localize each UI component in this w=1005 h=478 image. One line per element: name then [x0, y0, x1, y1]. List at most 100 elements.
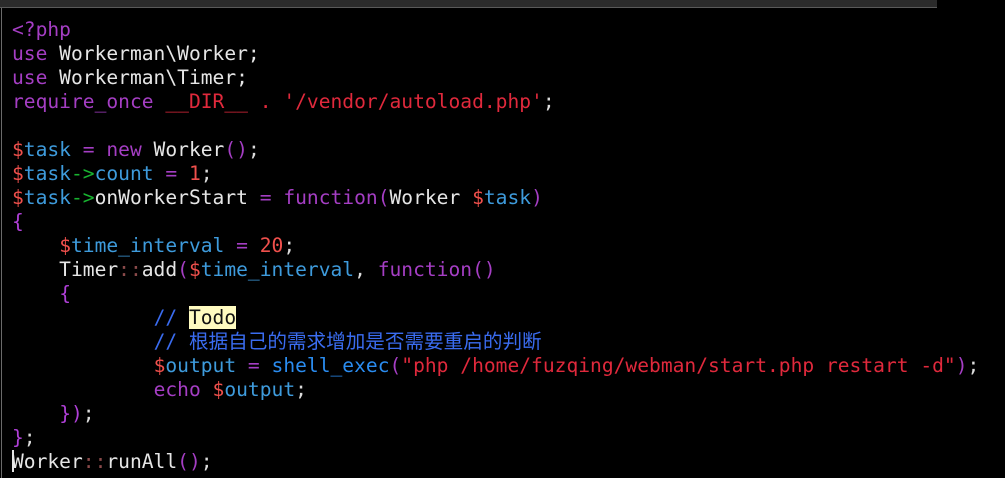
code-token: [12, 234, 59, 257]
code-token: }): [59, 402, 83, 425]
code-token: {: [59, 282, 71, 305]
code-token: echo: [153, 378, 201, 401]
code-token: $: [12, 186, 24, 209]
code-token: onWorkerStart: [94, 186, 248, 209]
code-token: runAll: [106, 450, 178, 473]
code-token: Workerman\Timer;: [47, 66, 248, 89]
code-token: output: [224, 378, 296, 401]
code-token: ->: [70, 186, 95, 209]
code-token: Timer: [12, 258, 119, 281]
code-token: $: [153, 354, 166, 377]
code-token: =: [224, 234, 260, 257]
code-token: 1: [188, 162, 201, 185]
code-token: new: [106, 138, 142, 161]
code-token: ->: [70, 162, 95, 185]
code-token: task: [23, 138, 71, 161]
code-token: [201, 378, 213, 401]
code-token: $: [472, 186, 484, 209]
code-token: }: [12, 426, 24, 449]
code-token: time_interval: [70, 234, 225, 257]
code-token: ;: [283, 234, 296, 257]
code-token: [12, 402, 59, 425]
code-token: $: [188, 258, 201, 281]
code-token: =: [247, 186, 284, 209]
code-token: ;: [82, 402, 95, 425]
code-token: function: [377, 258, 473, 281]
code-token: '/vendor/autoload.php': [283, 90, 543, 113]
text-cursor: [12, 450, 14, 472]
code-token: <?php: [12, 18, 71, 41]
code-token: add: [141, 258, 178, 281]
code-line[interactable]: use Workerman\Worker;: [12, 42, 979, 66]
code-token: ;: [967, 354, 980, 377]
code-token: $: [12, 138, 24, 161]
code-token: shell_exec: [271, 354, 390, 377]
code-token: [12, 282, 59, 305]
code-token: Worker: [141, 138, 225, 161]
code-token: =: [236, 354, 272, 377]
code-line[interactable]: $task = new Worker();: [12, 138, 979, 162]
code-line[interactable]: use Workerman\Timer;: [12, 66, 979, 90]
code-line[interactable]: $output = shell_exec("php /home/fuzqing/…: [12, 354, 980, 378]
code-line[interactable]: // 根据自己的需求增加是否需要重启的判断: [12, 330, 979, 354]
code-token: ::: [118, 258, 142, 281]
code-token: [12, 378, 154, 401]
code-line[interactable]: $time_interval = 20;: [12, 234, 979, 258]
code-token: [154, 90, 166, 113]
code-token: {: [12, 210, 24, 233]
code-token: task: [483, 186, 532, 209]
code-token: [12, 330, 154, 353]
code-token: // 根据自己的需求增加是否需要重启的判断: [153, 330, 542, 353]
code-line[interactable]: $task->onWorkerStart = function(Worker $…: [12, 186, 979, 210]
code-line[interactable]: {: [12, 210, 979, 234]
code-token: [12, 354, 154, 377]
code-token: time_interval: [200, 258, 355, 281]
code-token: ;: [200, 450, 213, 473]
code-token: use: [12, 66, 48, 89]
code-token: ;: [542, 90, 555, 113]
code-token: ;: [295, 378, 307, 401]
code-token: //: [153, 306, 189, 329]
code-token: use: [12, 42, 48, 65]
code-token: (): [177, 450, 201, 473]
code-line[interactable]: require_once __DIR__ . '/vendor/autoload…: [12, 90, 979, 114]
code-token: ): [955, 354, 968, 377]
code-token: $: [12, 162, 24, 185]
code-line[interactable]: echo $output;: [12, 378, 979, 402]
code-line[interactable]: Timer::add($time_interval, function(): [12, 258, 979, 282]
code-token: task: [23, 186, 71, 209]
code-line[interactable]: <?php: [12, 18, 979, 42]
code-token: ,: [354, 258, 378, 281]
code-line[interactable]: $task->count = 1;: [12, 162, 979, 186]
code-line[interactable]: };: [12, 426, 979, 450]
code-token: ;: [23, 426, 36, 449]
code-token: task: [23, 162, 71, 185]
code-token: (): [472, 258, 496, 281]
code-line[interactable]: [12, 114, 979, 138]
code-token: __DIR__: [165, 90, 248, 113]
code-token: require_once: [12, 90, 154, 113]
code-token: Worker: [12, 450, 83, 473]
code-token: count: [94, 162, 154, 185]
code-token: =: [70, 138, 107, 161]
code-token: $: [59, 234, 71, 257]
code-token: $: [212, 378, 225, 401]
code-token: ;: [247, 138, 260, 161]
code-token: "php /home/fuzqing/webman/start.php rest…: [401, 354, 956, 377]
code-line[interactable]: {: [12, 282, 979, 306]
code-token: .: [247, 90, 284, 113]
code-token: ;: [200, 162, 213, 185]
code-token: 20: [259, 234, 284, 257]
code-line[interactable]: // Todo: [12, 306, 979, 330]
code-token: (: [177, 258, 189, 281]
code-line[interactable]: Worker::runAll();: [12, 450, 979, 474]
code-token: Worker: [389, 186, 473, 209]
code-token: function: [283, 186, 378, 209]
code-line[interactable]: });: [12, 402, 979, 426]
window-top-bar: [0, 0, 937, 8]
code-token: (): [224, 138, 248, 161]
code-token: (: [377, 186, 390, 209]
code-token: ::: [82, 450, 107, 473]
